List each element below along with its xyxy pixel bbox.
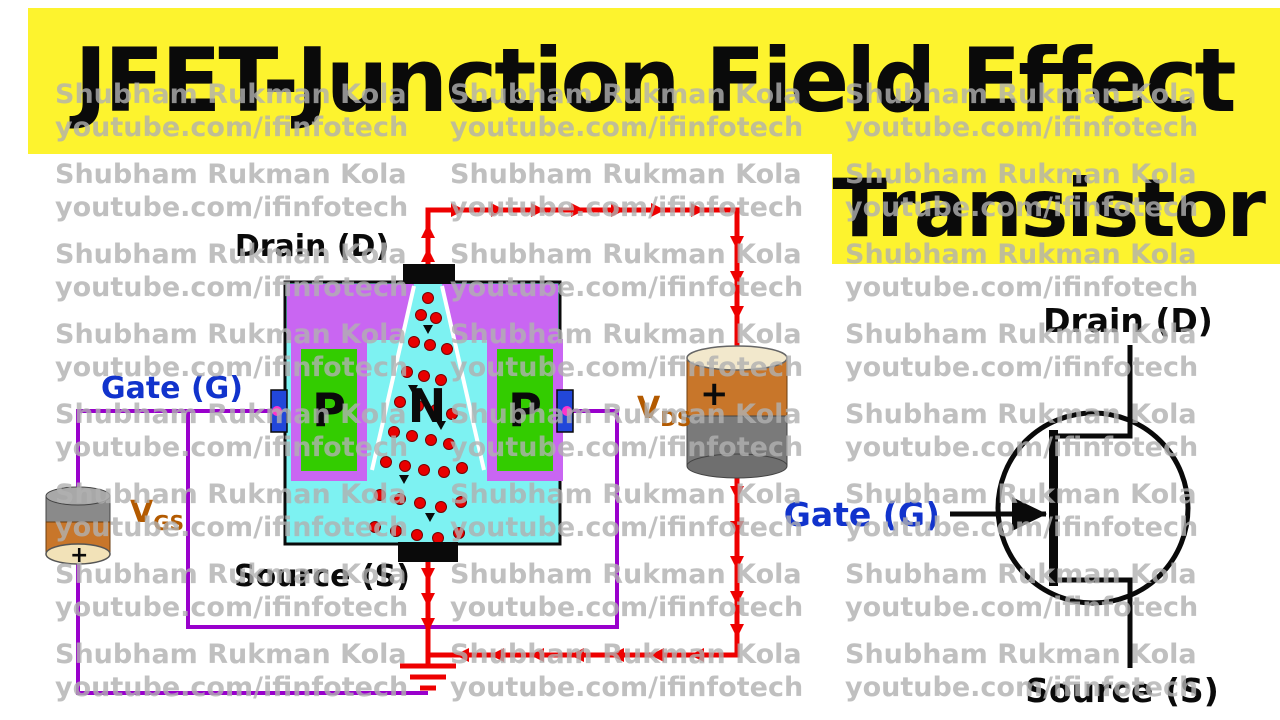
n-label: N — [408, 379, 447, 433]
p-right-label: P — [508, 383, 542, 437]
gate-junction-dot-left — [272, 406, 282, 416]
symbol-drain-label: Drain (D) — [1043, 301, 1213, 340]
main-title: JFET-Junction Field Effect — [74, 29, 1236, 132]
vds-battery-plus: + — [700, 374, 729, 414]
symbol-drain-lead — [1058, 345, 1133, 439]
p-region-right — [487, 339, 563, 481]
symbol-circle — [995, 410, 1191, 606]
subtitle-banner — [832, 154, 1280, 264]
drain-label: Drain (D) — [235, 229, 389, 264]
electron-dots — [369, 292, 468, 544]
depletion-edge-left — [370, 285, 416, 471]
symbol-source-lead — [1058, 577, 1133, 668]
vgs-battery: + — [45, 486, 111, 568]
gate-label: Gate (G) — [101, 371, 243, 406]
symbol-gate-label: Gate (G) — [784, 495, 940, 534]
gate-junction-dot-right — [562, 406, 572, 416]
jfet-symbol — [950, 345, 1191, 668]
vds-battery: + — [686, 345, 788, 479]
source-label: Source (S) — [234, 559, 410, 594]
depletion-edge-right — [440, 285, 486, 471]
vds-label: VDS — [637, 391, 691, 431]
p-region-left — [291, 339, 367, 481]
symbol-source-label: Source (S) — [1025, 671, 1219, 710]
symbol-gate-arrow — [1012, 497, 1047, 531]
symbol-channel-bar — [1049, 430, 1058, 586]
vgs-label: VGS — [130, 495, 184, 535]
p-left-label: P — [312, 383, 346, 437]
gate-circuit-wire — [76, 409, 619, 695]
source-contact — [398, 542, 458, 562]
sub-title: Transistor — [832, 162, 1266, 255]
drain-contact — [403, 264, 455, 284]
ground-symbol — [400, 663, 456, 691]
jfet-structure: Drain (D) Source (S) Gate (G) P P N — [101, 229, 574, 594]
title-banner — [28, 8, 1280, 154]
vgs-battery-plus: + — [70, 543, 88, 568]
